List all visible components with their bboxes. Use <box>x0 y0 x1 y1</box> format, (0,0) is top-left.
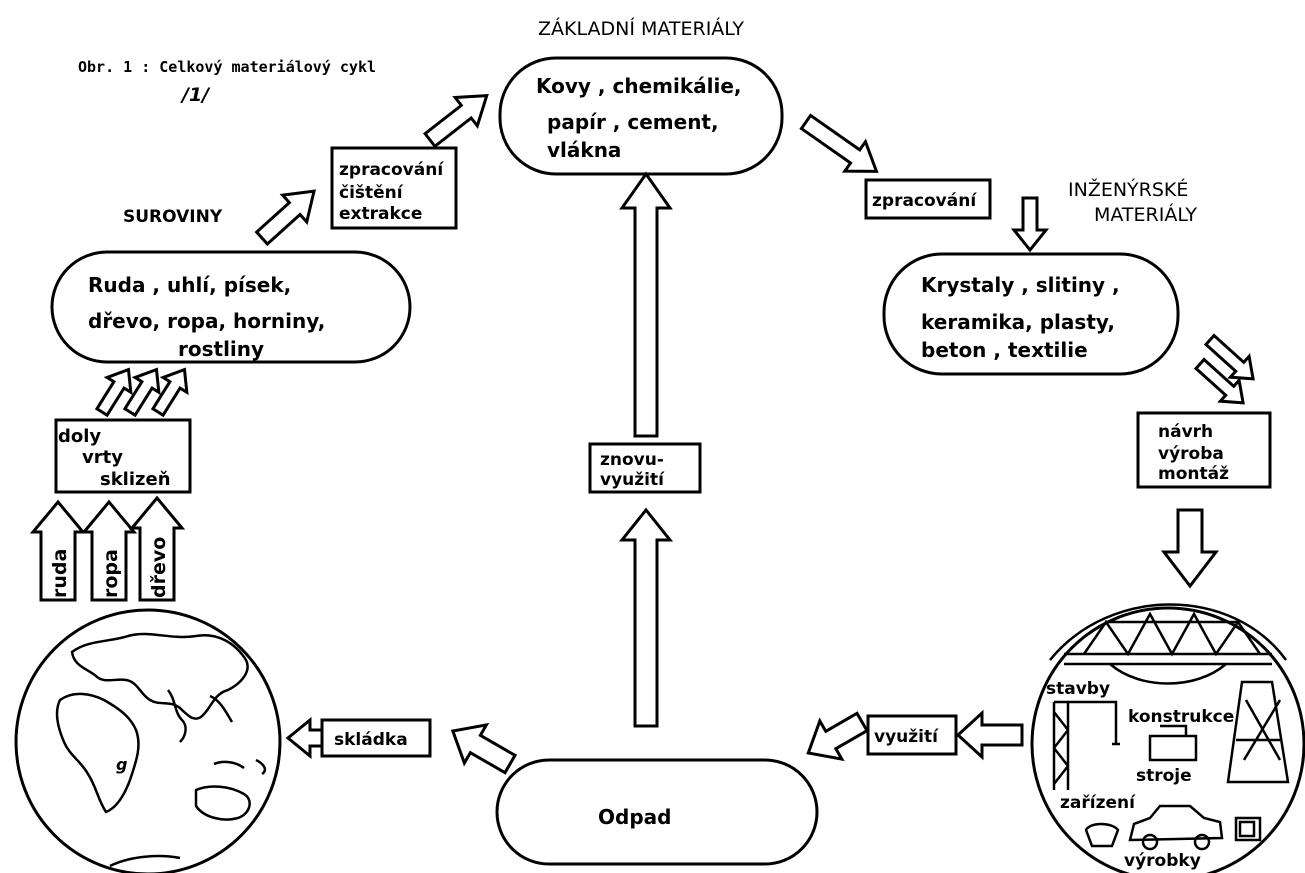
node-odpad-label: Odpad <box>598 805 671 829</box>
figure-caption: Obr. 1 : Celkový materiálový cykl <box>78 58 376 76</box>
box-vyuziti: využití <box>866 714 958 756</box>
arrow-zpracovani-to-zakladni <box>422 94 489 149</box>
label-zarizeni: zařízení <box>1060 793 1136 813</box>
label-stavby: stavby <box>1046 679 1110 699</box>
svg-text:sklizeň: sklizeň <box>100 469 171 490</box>
node-inzenyrske-line-1: Krystaly , slitiny , <box>921 273 1120 297</box>
arrow-resource-ruda: ruda <box>29 499 87 602</box>
svg-text:g: g <box>116 755 127 774</box>
node-zakladni-materialy: Kovy , chemikálie, papír , cement, vlákn… <box>498 56 784 176</box>
svg-text:zpracování: zpracování <box>872 191 977 211</box>
arrow-suroviny-to-zpracovani <box>254 189 316 247</box>
arrow-odpad-to-znovuvyuziti <box>618 507 674 728</box>
svg-text:znovu-: znovu- <box>600 450 664 470</box>
arrow-inzenyrske-to-navrh-1 <box>1203 333 1255 381</box>
figure-caption-ref: /1/ <box>180 84 211 106</box>
heading-inzenyrske-1: INŽENÝRSKÉ <box>1068 178 1188 201</box>
svg-text:výroba: výroba <box>1158 444 1224 464</box>
svg-text:využití: využití <box>600 470 665 490</box>
arrow-resource-drevo: dřevo <box>128 495 186 602</box>
box-navrh-vyroba-montaz: návrh výroba montáž <box>1136 411 1272 489</box>
box-zpracovani: zpracování <box>864 178 992 220</box>
heading-zakladni-materialy: ZÁKLADNÍ MATERIÁLY <box>538 17 744 40</box>
products-globe: stavby konstrukce stroje zařízení výrobk… <box>1030 603 1305 873</box>
arrow-doly-to-suroviny-2 <box>122 367 161 418</box>
earth-globe: g <box>14 608 282 873</box>
svg-text:čištění: čištění <box>339 183 404 203</box>
node-inzenyrske-line-2: keramika, plasty, <box>921 310 1115 334</box>
arrow-produkty-to-vyuziti <box>955 709 1024 761</box>
label-vyrobky: výrobky <box>1124 851 1201 871</box>
label-konstrukce: konstrukce <box>1128 707 1234 727</box>
arrow-zakladni-to-zpracovani <box>799 113 879 173</box>
node-inzenyrske-line-3: beton , textilie <box>921 338 1088 362</box>
node-odpad: Odpad <box>495 758 819 866</box>
arrow-doly-to-suroviny-1 <box>94 367 133 418</box>
node-zakladni-line-3: vlákna <box>547 138 621 162</box>
arrow-inzenyrske-to-navrh-2 <box>1193 357 1245 405</box>
svg-text:doly: doly <box>58 426 101 447</box>
arrow-doly-to-suroviny-3 <box>150 367 189 418</box>
node-suroviny: Ruda , uhlí, písek, dřevo, ropa, horniny… <box>50 250 412 364</box>
svg-text:zpracování: zpracování <box>339 160 444 180</box>
svg-text:ruda: ruda <box>49 549 71 598</box>
svg-text:extrakce: extrakce <box>339 204 422 224</box>
label-stroje: stroje <box>1136 766 1192 786</box>
node-suroviny-line-1: Ruda , uhlí, písek, <box>88 273 291 297</box>
svg-text:ropa: ropa <box>100 549 122 598</box>
arrow-skladka-to-earth <box>285 716 324 760</box>
arrow-vyuziti-to-odpad <box>806 711 870 762</box>
arrow-zpracovani-to-inzenyrske <box>1010 196 1050 253</box>
box-skladka: skládka <box>320 718 432 758</box>
svg-text:využití: využití <box>874 727 939 747</box>
box-znovuvyuziti: znovu- využití <box>588 442 702 494</box>
heading-suroviny: SUROVINY <box>123 207 223 227</box>
node-suroviny-line-3: rostliny <box>178 337 264 361</box>
box-doly-vrty-sklizen: doly vrty sklizeň <box>54 418 192 494</box>
node-zakladni-line-2: papír , cement, <box>547 110 719 134</box>
arrow-odpad-to-skladka <box>450 722 518 775</box>
svg-text:dřevo: dřevo <box>148 537 170 598</box>
arrow-resource-ropa: ropa <box>80 499 138 602</box>
svg-text:skládka: skládka <box>334 730 408 750</box>
node-suroviny-line-2: dřevo, ropa, horniny, <box>88 309 325 333</box>
heading-inzenyrske-2: MATERIÁLY <box>1094 203 1197 226</box>
svg-text:vrty: vrty <box>82 447 123 468</box>
svg-text:návrh: návrh <box>1158 422 1213 442</box>
svg-text:montáž: montáž <box>1158 464 1229 484</box>
box-zpracovani-cisteni-extrakce: zpracování čištění extrakce <box>330 146 458 230</box>
arrow-navrh-to-produkty <box>1160 508 1220 589</box>
arrow-znovuvyuziti-to-zakladni <box>619 171 673 438</box>
node-inzenyrske-materialy: Krystaly , slitiny , keramika, plasty, b… <box>882 252 1180 376</box>
node-zakladni-line-1: Kovy , chemikálie, <box>536 74 742 98</box>
